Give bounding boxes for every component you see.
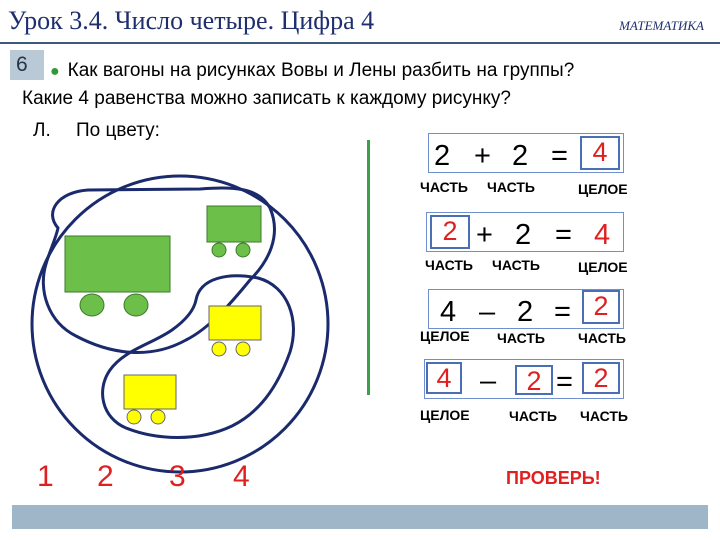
author-label: Л. xyxy=(33,120,51,141)
equation-3-caption-a: ЦЕЛОЕ xyxy=(420,328,470,344)
criterion-label: По цвету: xyxy=(76,120,160,141)
equation-1-a: 2 xyxy=(434,140,451,172)
question-text-1: Как вагоны на рисунках Вовы и Лены разби… xyxy=(67,60,575,81)
equation-3-caption-b: ЧАСТЬ xyxy=(497,330,545,346)
equation-3-op: – xyxy=(479,296,496,328)
equation-3-caption-result: ЧАСТЬ xyxy=(578,330,626,346)
equation-4-a[interactable]: 4 xyxy=(426,362,462,394)
equation-2-op: + xyxy=(476,219,493,251)
bottom-bar xyxy=(12,505,708,529)
equation-4-eq: = xyxy=(556,366,573,398)
equation-2-caption-b: ЧАСТЬ xyxy=(492,257,540,273)
equation-3-box xyxy=(428,289,624,329)
header-divider xyxy=(0,42,720,44)
equation-2-eq: = xyxy=(555,219,572,251)
picture-number-4[interactable]: 4 xyxy=(233,460,250,493)
big-green-wagon xyxy=(64,235,171,317)
question-line-2: Какие 4 равенства можно записать к каждо… xyxy=(22,88,511,109)
equation-2-caption-result: ЦЕЛОЕ xyxy=(578,259,628,275)
outer-group-circle xyxy=(30,174,330,474)
check-button[interactable]: ПРОВЕРЬ! xyxy=(506,468,601,488)
equation-1-b: 2 xyxy=(512,140,529,172)
vertical-divider xyxy=(367,140,370,395)
picture-number-2[interactable]: 2 xyxy=(97,460,114,493)
question-line-1: ● Как вагоны на рисунках Вовы и Лены разб… xyxy=(50,60,574,82)
equation-1-op: + xyxy=(474,140,491,172)
equation-1-result[interactable]: 4 xyxy=(580,136,620,170)
equation-2-a[interactable]: 2 xyxy=(430,215,470,249)
equation-4-box xyxy=(424,359,624,399)
equation-4-b[interactable]: 2 xyxy=(515,365,553,395)
equation-3-eq: = xyxy=(554,296,571,328)
equation-4-caption-result: ЧАСТЬ xyxy=(580,408,628,424)
yellow-wagon-lower xyxy=(123,374,177,425)
small-green-wagon xyxy=(206,205,262,258)
equation-2-b: 2 xyxy=(515,219,532,251)
equation-4-caption-a: ЦЕЛОЕ xyxy=(420,407,470,423)
equation-1-caption-a: ЧАСТЬ xyxy=(420,179,468,195)
picture-number-3[interactable]: 3 xyxy=(169,460,186,493)
page-title: Урок 3.4. Число четыре. Цифра 4 xyxy=(8,6,375,35)
equation-2-caption-a: ЧАСТЬ xyxy=(425,257,473,273)
equation-4-result[interactable]: 2 xyxy=(582,362,620,394)
equation-1-caption-b: ЧАСТЬ xyxy=(487,179,535,195)
equation-3-a: 4 xyxy=(440,296,457,328)
equation-1-box xyxy=(428,133,624,173)
equation-3-b: 2 xyxy=(517,296,534,328)
equation-2-result: 4 xyxy=(594,219,611,251)
equation-1-eq: = xyxy=(551,140,568,172)
picture-number-1[interactable]: 1 xyxy=(37,460,54,493)
equation-2-box xyxy=(426,212,624,252)
yellow-group-outline xyxy=(101,274,295,439)
yellow-wagon-upper xyxy=(208,305,262,357)
subject-label: МАТЕМАТИКА xyxy=(619,18,704,33)
equation-4-op: – xyxy=(480,365,497,397)
bullet-icon: ● xyxy=(50,63,60,80)
equation-4-caption-b: ЧАСТЬ xyxy=(509,408,557,424)
slide-number: 6 xyxy=(10,50,44,80)
equation-1-caption-result: ЦЕЛОЕ xyxy=(578,181,628,197)
equation-3-result[interactable]: 2 xyxy=(582,290,620,324)
